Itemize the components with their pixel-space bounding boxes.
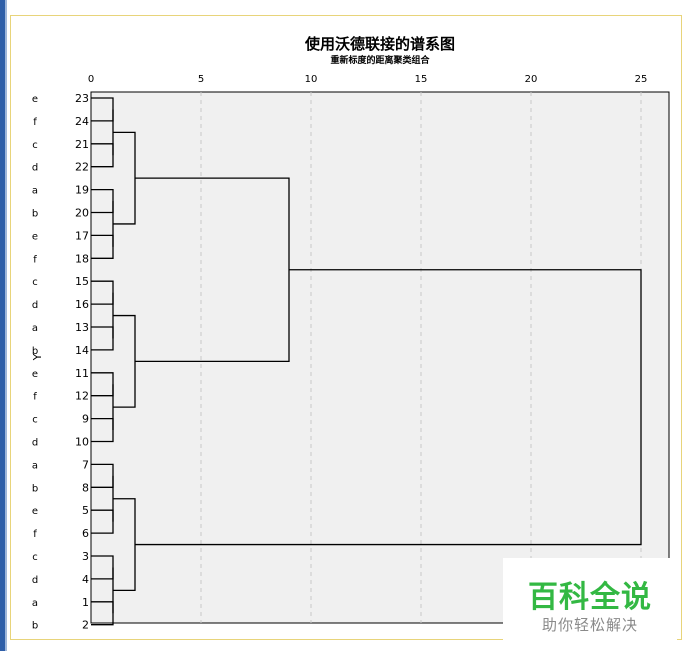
leaf-group-label: d [32, 575, 38, 586]
leaf-group-label: c [32, 415, 38, 426]
x-tick-label: 15 [415, 74, 428, 85]
leaf-group-label: c [32, 140, 38, 151]
leaf-case-label: 17 [75, 229, 89, 242]
leaf-group-label: a [32, 598, 38, 609]
leaf-case-label: 22 [75, 161, 89, 174]
leaf-case-label: 12 [75, 390, 89, 403]
leaf-case-label: 1 [82, 596, 89, 609]
leaf-case-label: 18 [75, 252, 89, 265]
leaf-group-label: e [32, 369, 38, 380]
leaf-case-label: 9 [82, 413, 89, 426]
dendrogram-link [91, 463, 114, 488]
leaf-group-label: d [32, 163, 38, 174]
leaf-group-label: a [32, 186, 38, 197]
leaf-group-label: f [33, 254, 37, 265]
leaf-case-label: 19 [75, 184, 89, 197]
dendrogram-links [91, 97, 642, 626]
leaf-case-label: 5 [82, 504, 89, 517]
leaf-case-label: 2 [82, 619, 89, 632]
leaf-group-label: c [32, 552, 38, 563]
watermark-subtitle: 助你轻松解决 [541, 616, 638, 634]
leaf-case-label: 16 [75, 298, 89, 311]
leaf-group-label: a [32, 323, 38, 334]
leaf-case-label: 8 [82, 481, 89, 494]
leaf-group-label: b [32, 346, 38, 357]
leaf-case-label: 7 [82, 458, 89, 471]
leaf-case-label: 24 [75, 115, 89, 128]
leaf-case-label: 13 [75, 321, 89, 334]
leaf-case-label: 6 [82, 527, 89, 540]
leaf-group-label: b [32, 483, 38, 494]
leaf-case-label: 14 [75, 344, 89, 357]
window-left-accent [0, 0, 5, 651]
leaf-group-label: f [33, 117, 37, 128]
chart-title: 使用沃德联接的谱系图 [304, 35, 455, 53]
x-tick-label: 0 [88, 74, 94, 85]
leaf-group-label: d [32, 438, 38, 449]
leaf-case-label: 10 [75, 436, 89, 449]
leaf-case-label: 11 [75, 367, 89, 380]
watermark-title: 百科全说 [528, 580, 652, 615]
x-tick-label: 5 [198, 74, 204, 85]
leaf-group-label: e [32, 94, 38, 105]
y-axis-label: Y [31, 353, 44, 361]
leaf-group-label: b [32, 209, 38, 220]
leaf-group-label: f [33, 529, 37, 540]
x-tick-label: 10 [305, 74, 318, 85]
leaf-case-label: 23 [75, 92, 89, 105]
leaf-group-label: e [32, 506, 38, 517]
dendrogram-link [135, 269, 642, 546]
leaf-case-label: 15 [75, 275, 89, 288]
x-tick-label: 20 [525, 74, 538, 85]
watermark-badge: 百科全说 助你轻松解决 [503, 558, 677, 642]
window-left-accent-inner [5, 0, 7, 651]
leaf-group-label: f [33, 392, 37, 403]
chart-subtitle: 重新标度的距离聚类组合 [330, 54, 430, 66]
leaf-group-label: e [32, 231, 38, 242]
x-axis-ticks: 0 5 10 15 20 25 [88, 74, 648, 85]
leaf-group-label: d [32, 300, 38, 311]
leaf-case-label: 20 [75, 207, 89, 220]
x-tick-label: 25 [635, 74, 648, 85]
plot-area [90, 91, 670, 624]
leaf-case-label: 3 [82, 550, 89, 563]
leaf-group-label: b [32, 621, 38, 632]
leaf-case-label: 21 [75, 138, 89, 151]
leaf-case-label: 4 [82, 573, 89, 586]
leaf-group-label: a [32, 460, 38, 471]
leaf-group-label: c [32, 277, 38, 288]
dendrogram-link [91, 509, 114, 534]
